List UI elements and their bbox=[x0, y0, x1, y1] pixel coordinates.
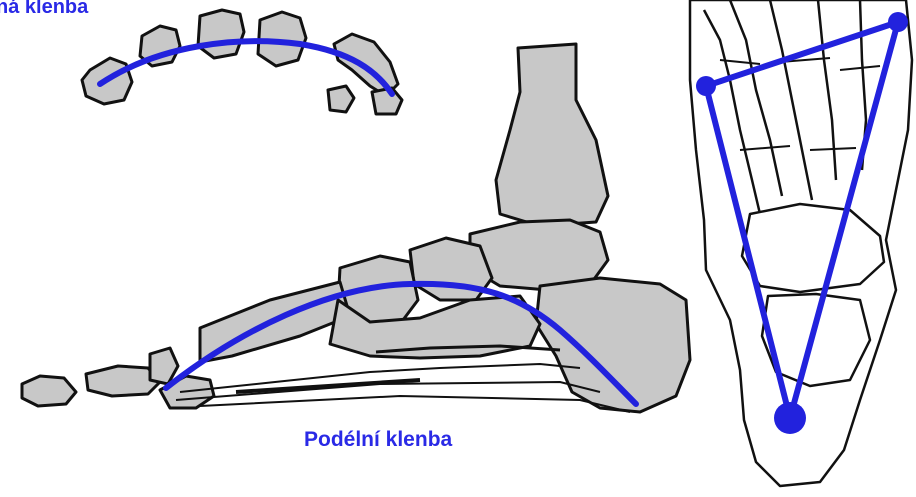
sesamoid-left bbox=[328, 86, 354, 112]
transverse-arch-label: ná klenba bbox=[0, 0, 88, 19]
phalanx-distal bbox=[22, 376, 76, 406]
calcaneus bbox=[536, 278, 690, 412]
triangle-point-2 bbox=[888, 12, 908, 32]
triangle-point-1 bbox=[696, 76, 716, 96]
longitudinal-arch-label: Podélní klenba bbox=[304, 428, 452, 452]
triangle-point-3 bbox=[774, 402, 806, 434]
metatarsal-head-3 bbox=[198, 10, 244, 58]
tibia bbox=[496, 44, 608, 226]
